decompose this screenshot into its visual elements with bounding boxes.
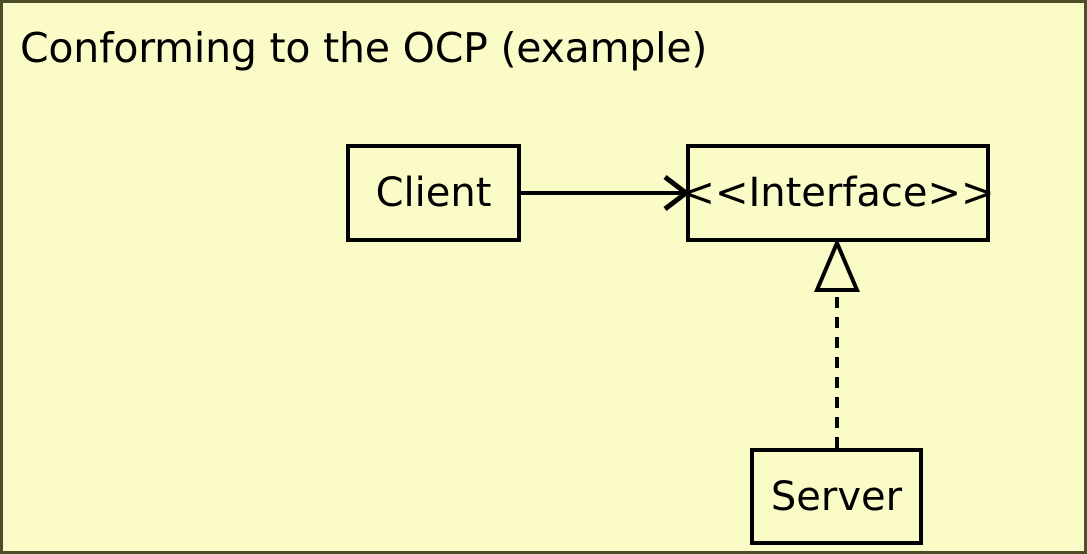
uml-class-server-label: Server bbox=[770, 473, 903, 520]
edge-server-realizes-interface bbox=[813, 237, 861, 448]
edge-client-uses-interface bbox=[521, 175, 691, 211]
uml-class-client[interactable]: Client bbox=[346, 144, 521, 242]
diagram-connectors bbox=[521, 175, 861, 448]
uml-class-interface[interactable]: <<Interface>> bbox=[681, 144, 995, 242]
hollow-triangle-icon bbox=[813, 237, 861, 292]
uml-class-server[interactable]: Server bbox=[750, 448, 923, 545]
page-title: Conforming to the OCP (example) bbox=[20, 24, 708, 72]
uml-class-client-label: Client bbox=[375, 170, 492, 216]
uml-class-interface-label: <<Interface>> bbox=[681, 170, 995, 216]
